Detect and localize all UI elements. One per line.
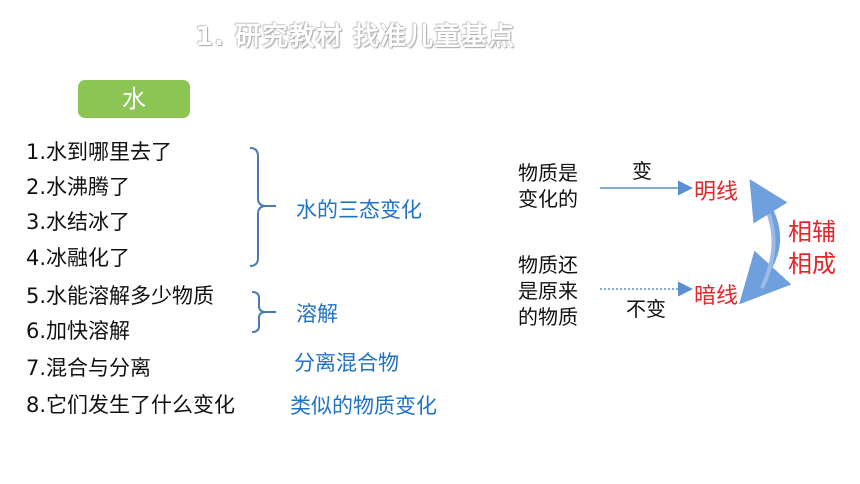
lesson-item-7: 7.混合与分离 [26, 356, 152, 380]
topic-badge: 水 [78, 80, 190, 118]
bracket-states [249, 147, 267, 267]
implicit-line-label: 暗线 [694, 284, 739, 309]
change-label: 变 [632, 159, 652, 183]
page-title: 1. 研究教材 找准儿童基点 [195, 22, 516, 52]
lesson-item-8: 8.它们发生了什么变化 [26, 393, 236, 417]
changed-text-line2: 变化的 [518, 187, 578, 211]
explicit-line-label: 明线 [694, 180, 739, 205]
curve-arrow-up [749, 178, 788, 289]
complement-line2: 相成 [788, 250, 836, 278]
lesson-item-1: 1.水到哪里去了 [26, 140, 173, 164]
complement-line1: 相辅 [788, 218, 836, 246]
lesson-item-5: 5.水能溶解多少物质 [26, 284, 215, 308]
group-label-states: 水的三态变化 [296, 198, 422, 222]
unchanged-text-line2: 是原来 [518, 279, 578, 303]
bracket-dissolve [251, 291, 267, 333]
group-label-dissolve: 溶解 [296, 302, 338, 326]
lesson-item-3: 3.水结冰了 [26, 210, 131, 234]
changed-text-line1: 物质是 [518, 161, 578, 185]
group-label-separate: 分离混合物 [294, 351, 399, 375]
unchanged-text-line1: 物质还 [518, 253, 578, 277]
nochange-label: 不变 [626, 297, 666, 321]
lesson-item-6: 6.加快溶解 [26, 319, 131, 343]
group-label-similar: 类似的物质变化 [290, 394, 437, 418]
lesson-item-2: 2.水沸腾了 [26, 175, 131, 199]
unchanged-text-line3: 的物质 [518, 305, 578, 329]
lesson-item-4: 4.冰融化了 [26, 246, 131, 270]
